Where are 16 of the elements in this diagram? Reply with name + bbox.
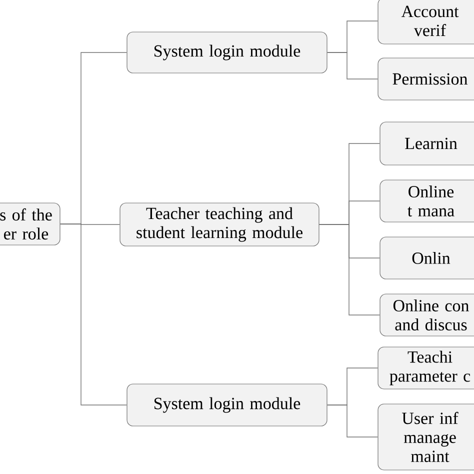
- module-box: System login module: [126, 32, 328, 74]
- module-box: Online con and discus: [380, 294, 474, 336]
- module-box: Account verif: [378, 0, 474, 44]
- connector-line: [60, 224, 128, 406]
- module-box: System login module: [126, 384, 328, 426]
- connector-line: [326, 404, 378, 438]
- connector-line: [318, 224, 380, 316]
- module-box: User inf manage maint: [378, 404, 474, 470]
- module-box: s of the er role: [0, 202, 60, 246]
- connector-line: [326, 52, 378, 80]
- module-box: Onlin: [380, 236, 474, 280]
- module-box: Learnin: [380, 122, 474, 166]
- module-box: Permission: [378, 58, 474, 100]
- module-box: Teacher teaching and student learning module: [120, 202, 320, 246]
- module-box: Teachi parameter c: [378, 346, 474, 390]
- module-box: Online t mana: [380, 180, 474, 222]
